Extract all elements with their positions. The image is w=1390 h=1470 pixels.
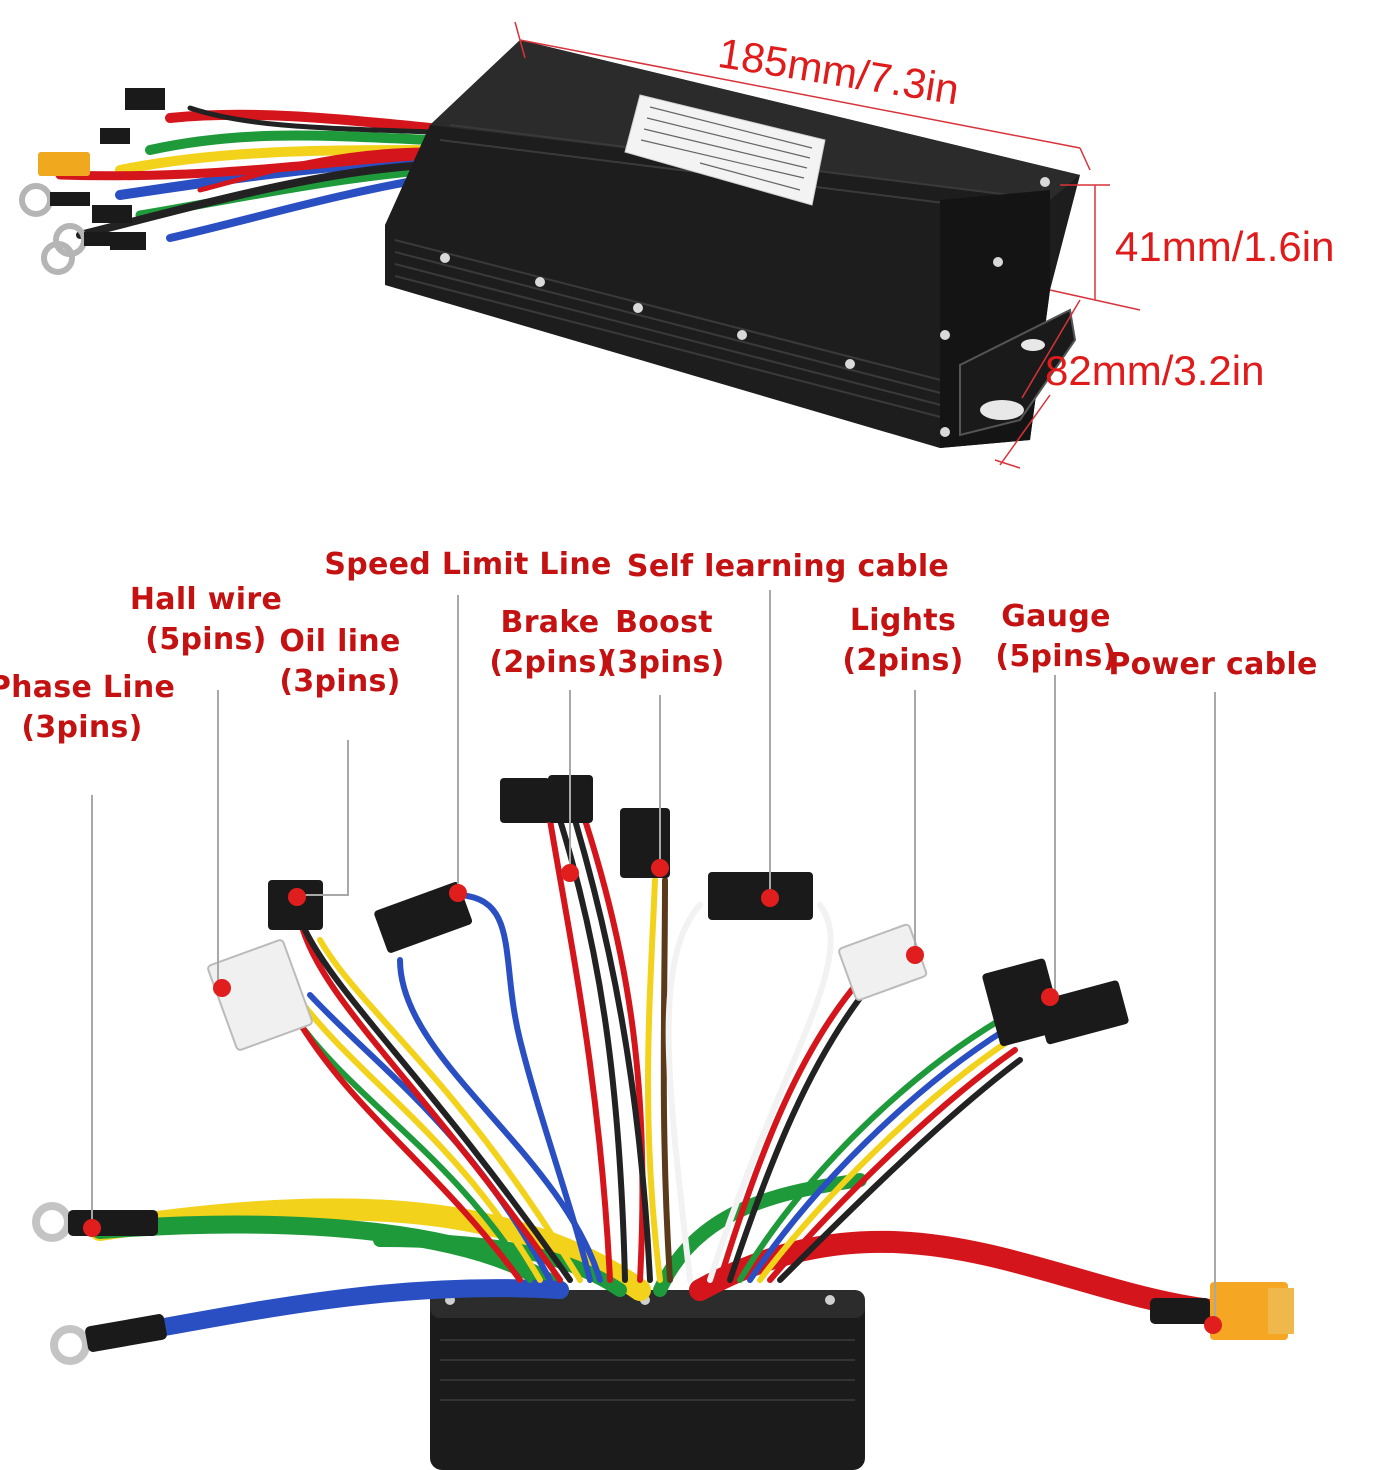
speed-limit-label: Speed Limit Line <box>324 545 611 585</box>
power-marker <box>1204 1316 1222 1334</box>
self-learning-title: Self learning cable <box>626 549 950 584</box>
phase-line-title: Phase Line <box>0 670 176 705</box>
power-cable-label: Power cable <box>1108 645 1317 685</box>
phase-line-label: Phase Line (3pins) <box>0 668 175 748</box>
gauge-title: Gauge <box>1001 599 1111 634</box>
speed-limit-marker <box>449 884 467 902</box>
brake-connector-1 <box>500 778 550 823</box>
brake-title: Brake <box>500 605 600 640</box>
oil-marker <box>288 888 306 906</box>
wire-connectors <box>207 775 1129 1051</box>
controller-top-view <box>19 21 1141 469</box>
brake-pins: (2pins) <box>489 645 611 680</box>
callout-markers <box>83 859 1222 1334</box>
hall-connector <box>207 939 313 1051</box>
speed-limit-title: Speed Limit Line <box>324 547 612 582</box>
hall-marker <box>213 979 231 997</box>
gauge-connector-2 <box>1036 980 1129 1045</box>
self-learning-label: Self learning cable <box>627 547 949 587</box>
self-learning-marker <box>761 889 779 907</box>
gauge-label: Gauge (5pins) <box>995 597 1116 677</box>
lights-marker <box>906 946 924 964</box>
dimension-lines <box>514 21 1141 469</box>
boost-title: Boost <box>615 605 713 640</box>
boost-label: Boost (3pins) <box>603 603 724 683</box>
top-connectors <box>19 88 165 275</box>
gauge-pins: (5pins) <box>995 639 1117 674</box>
oil-line-label: Oil line (3pins) <box>279 622 400 702</box>
controller-wiring-view <box>32 590 1294 1470</box>
self-learning-connector <box>708 872 813 920</box>
nameplate <box>624 94 826 206</box>
lights-title: Lights <box>849 603 957 638</box>
lights-label: Lights (2pins) <box>842 601 963 681</box>
hall-wire-label: Hall wire (5pins) <box>130 580 282 660</box>
phase-marker <box>83 1219 101 1237</box>
hall-wire-title: Hall wire <box>129 582 283 617</box>
brake-label: Brake (2pins) <box>489 603 610 683</box>
oil-line-pins: (3pins) <box>279 664 401 699</box>
boost-marker <box>651 859 669 877</box>
boost-pins: (3pins) <box>603 645 725 680</box>
gauge-marker <box>1041 988 1059 1006</box>
power-cable-title: Power cable <box>1108 647 1318 682</box>
oil-line-title: Oil line <box>279 624 401 659</box>
controller-housing-bottom <box>430 1290 865 1470</box>
callout-leader-lines <box>91 590 1216 1322</box>
lights-pins: (2pins) <box>842 643 964 678</box>
speed-limit-connector <box>374 882 473 953</box>
phase-line-pins: (3pins) <box>21 710 143 745</box>
power-connector-xt60 <box>1150 1282 1294 1340</box>
ring-terminals <box>32 1202 167 1365</box>
brake-marker <box>561 864 579 882</box>
thin-wires <box>287 817 1023 1283</box>
hall-wire-pins: (5pins) <box>145 622 267 657</box>
controller-housing-top <box>385 40 1080 448</box>
width-dimension-label: 82mm/3.2in <box>1045 347 1265 394</box>
height-dimension-label: 41mm/1.6in <box>1115 223 1335 270</box>
